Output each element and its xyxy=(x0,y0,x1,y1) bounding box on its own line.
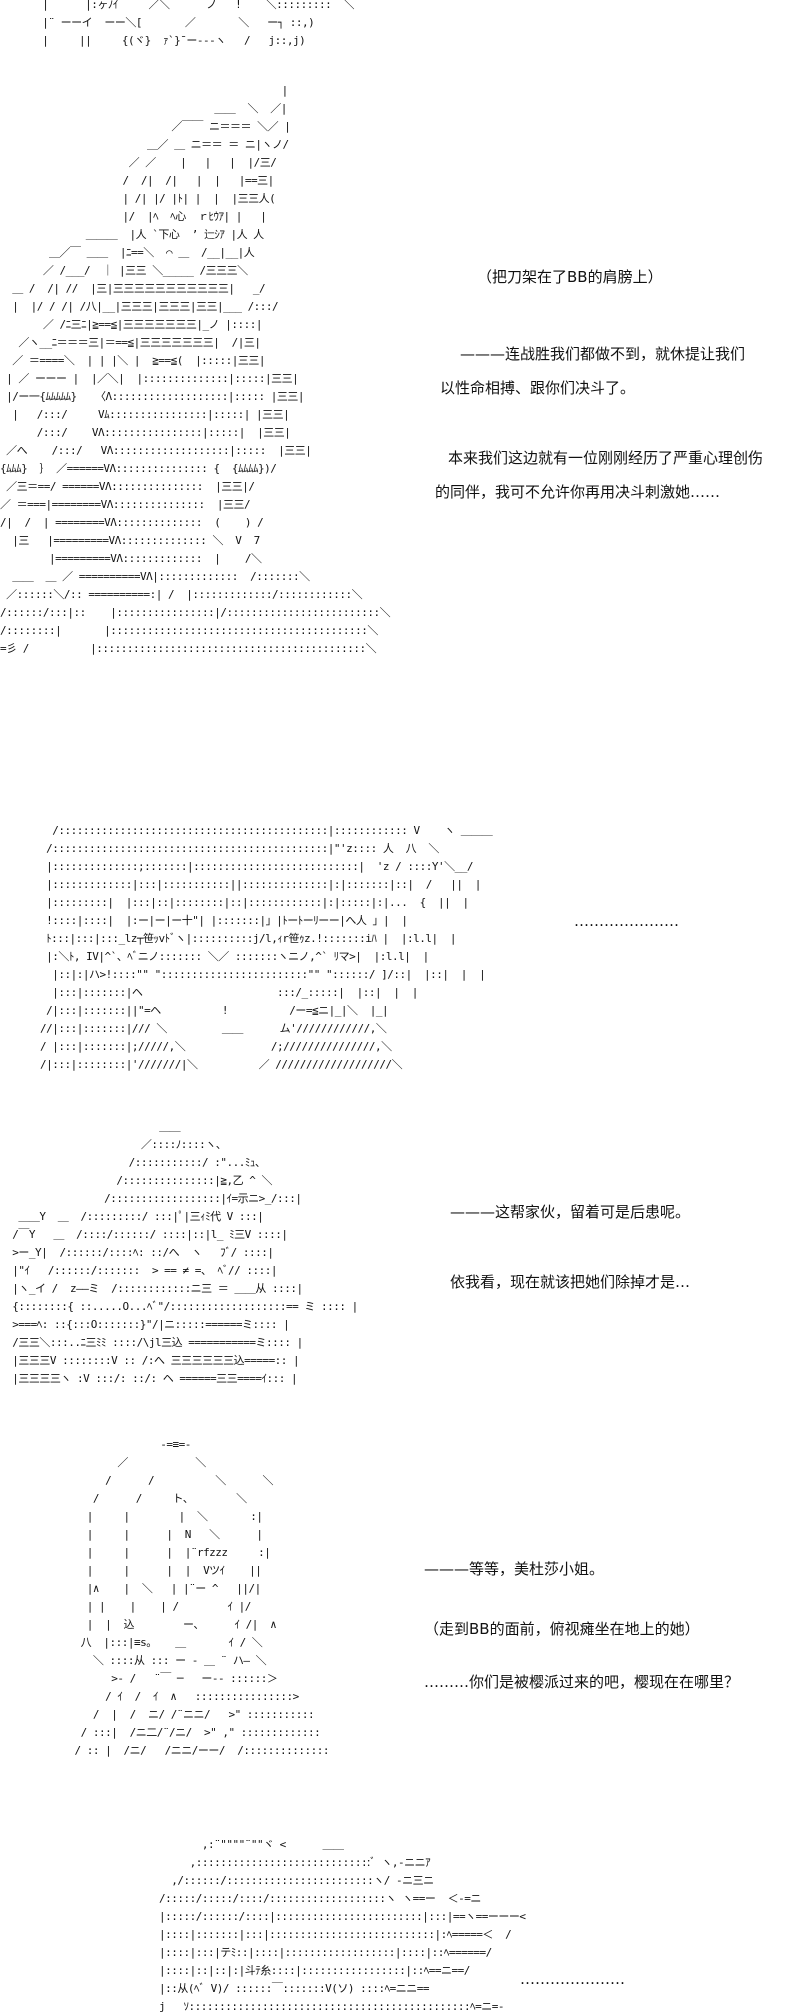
ascii-art-panel-0: | |:ヶﾉｲ ／＼ ノ ! ＼::::::::: ＼ |¨ ーーイ ーー＼[ … xyxy=(42,0,355,47)
dialogue-line: ………你们是被樱派过来的吧，樱现在在哪里？ xyxy=(424,1673,740,1691)
action-note: （把刀架在了BB的肩膀上） xyxy=(477,268,663,286)
ellipsis-dialogue: ………………… xyxy=(574,912,679,930)
dialogue-line: ———连战胜我们都做不到，就休提让我们 xyxy=(460,345,746,363)
dialogue-line: 以性命相搏、跟你们决斗了。 xyxy=(440,379,636,397)
dialogue-line: 本来我们这边就有一位刚刚经历了严重心理创伤 xyxy=(448,449,764,467)
dialogue-line: 的同伴，我可不允许你再用决斗刺激她…… xyxy=(435,483,721,501)
ascii-art-panel-1: | ＿＿ ＼ ／| ／￣￣ ニ＝＝＝ ＼／ | ＿／ ＿ ニ＝＝ ＝ ニ|ヽノ/… xyxy=(0,84,391,655)
dialogue-line: 依我看，现在就该把她们除掉才是… xyxy=(450,1273,691,1291)
action-note: （走到BB的面前，俯视瘫坐在地上的她） xyxy=(424,1620,700,1638)
ascii-art-panel-3: ＿＿ ／::::ﾉ::::ヽ、 /:::::::::::/ :"...ﾐｭ、 /… xyxy=(12,1120,358,1385)
ascii-art-panel-5: ,:¨""""¨""ヾ < ＿＿ ,::::::::::::::::::::::… xyxy=(158,1838,526,2013)
ascii-art-panel-2: /:::::::::::::::::::::::::::::::::::::::… xyxy=(40,824,493,1071)
ascii-art-panel-4: -=≡=- ／ ＼ / / ＼ ＼ / / ト、 ＼ | | | ＼ :| | … xyxy=(74,1438,330,1757)
ellipsis-dialogue: ………………… xyxy=(520,1970,625,1988)
dialogue-line: ———这帮家伙，留着可是后患呢。 xyxy=(450,1203,691,1221)
dialogue-line: ———等等，美杜莎小姐。 xyxy=(424,1560,605,1578)
